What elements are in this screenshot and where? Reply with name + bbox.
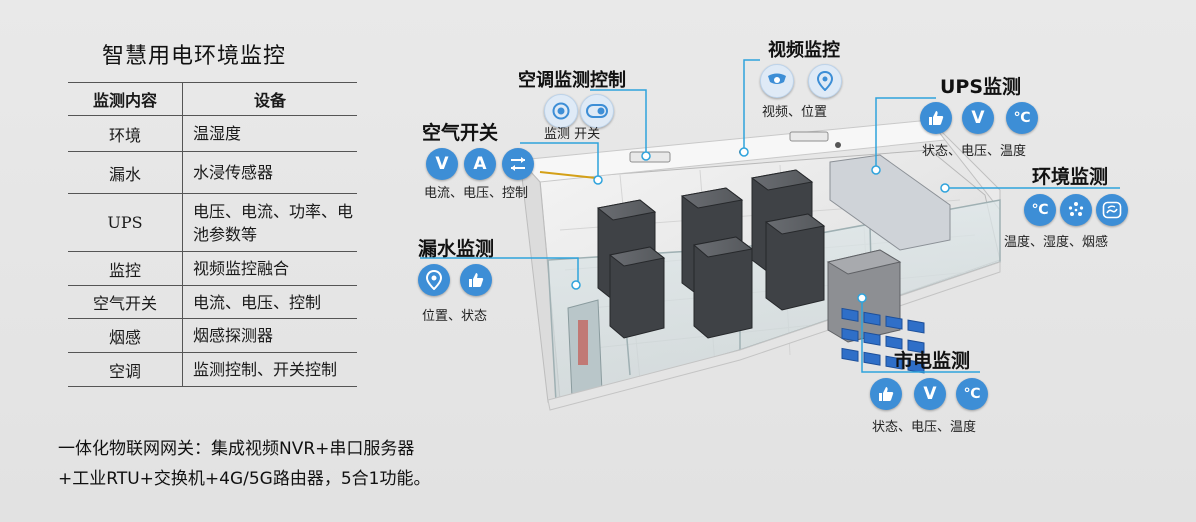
leak-monitoring-title: 漏水监测 xyxy=(418,238,495,260)
mains-monitoring-title: 市电监测 xyxy=(894,350,971,372)
thumbs-up-icon[interactable] xyxy=(870,378,902,410)
monitoring-table: 监测内容 设备 环境 温湿度 漏水 水浸传感器 UPS 电压、电流、功率、电池参… xyxy=(68,82,357,387)
environment-monitoring-caption: 温度、湿度、烟感 xyxy=(1004,235,1109,250)
thumbs-up-icon[interactable] xyxy=(920,102,952,134)
table-cell-device: 水浸传感器 xyxy=(182,151,357,194)
toggle-icon[interactable] xyxy=(580,94,614,128)
table-header-row: 监测内容 设备 xyxy=(68,82,357,116)
control-icon[interactable] xyxy=(502,148,534,180)
voltage-icon[interactable]: V xyxy=(962,102,994,134)
mains-monitoring-caption: 状态、电压、温度 xyxy=(872,420,977,435)
gateway-note-line1: 一体化物联网网关：集成视频NVR+串口服务器 xyxy=(58,439,415,459)
leak-monitoring-caption: 位置、状态 xyxy=(422,309,488,324)
table-cell-device: 电压、电流、功率、电池参数等 xyxy=(182,193,357,252)
ups-monitoring-caption: 状态、电压、温度 xyxy=(922,144,1027,159)
column-header-device: 设备 xyxy=(182,82,357,116)
ampere-icon[interactable]: A xyxy=(464,148,496,180)
table-row: 空气开关 电流、电压、控制 xyxy=(68,285,357,319)
gateway-note: 一体化物联网网关：集成视频NVR+串口服务器 +工业RTU+交换机+4G/5G路… xyxy=(58,434,430,494)
page-title: 智慧用电环境监控 xyxy=(102,44,287,69)
celsius-icon[interactable]: ℃ xyxy=(1024,194,1056,226)
server-racks xyxy=(596,169,902,343)
voltage-icon[interactable]: V xyxy=(426,148,458,180)
table-row: 监控 视频监控融合 xyxy=(68,251,357,286)
table-row: 漏水 水浸传感器 xyxy=(68,151,357,194)
ups-monitoring-title: UPS监测 xyxy=(940,76,1022,98)
battery-shelves xyxy=(829,154,951,374)
video-monitoring-title: 视频监控 xyxy=(768,40,840,61)
location-icon[interactable] xyxy=(808,64,842,98)
table-cell-item: UPS xyxy=(68,193,183,252)
ac-monitoring-title: 空调监测控制 xyxy=(518,70,626,91)
table-cell-item: 空调 xyxy=(68,352,183,387)
table-cell-item: 漏水 xyxy=(68,151,183,194)
table-row: 环境 温湿度 xyxy=(68,115,357,152)
location-icon[interactable] xyxy=(418,264,450,296)
camera-icon[interactable] xyxy=(760,64,794,98)
gateway-note-line2: +工业RTU+交换机+4G/5G路由器，5合1功能。 xyxy=(58,469,431,489)
table-cell-device: 电流、电压、控制 xyxy=(182,285,357,319)
table-row: UPS 电压、电流、功率、电池参数等 xyxy=(68,193,357,252)
column-header-item: 监测内容 xyxy=(68,82,183,116)
leader-dots xyxy=(571,147,950,303)
table-cell-item: 烟感 xyxy=(68,318,183,353)
environment-monitoring-title: 环境监测 xyxy=(1032,166,1109,188)
leader-lines xyxy=(420,59,1120,373)
voltage-icon[interactable]: V xyxy=(914,378,946,410)
smoke-icon[interactable] xyxy=(1096,194,1128,226)
humidity-icon[interactable] xyxy=(1060,194,1092,226)
celsius-icon[interactable]: ℃ xyxy=(1006,102,1038,134)
table-row: 空调 监测控制、开关控制 xyxy=(68,352,357,387)
table-cell-device: 视频监控融合 xyxy=(182,251,357,286)
ac-monitoring-caption: 监测 开关 xyxy=(544,127,601,142)
celsius-icon[interactable]: ℃ xyxy=(956,378,988,410)
thumbs-up-icon[interactable] xyxy=(460,264,492,296)
air-breaker-caption: 电流、电压、控制 xyxy=(424,186,529,201)
table-cell-device: 监测控制、开关控制 xyxy=(182,352,357,387)
video-monitoring-caption: 视频、位置 xyxy=(762,105,828,120)
air-breaker-title: 空气开关 xyxy=(422,122,499,144)
target-icon[interactable] xyxy=(544,94,578,128)
